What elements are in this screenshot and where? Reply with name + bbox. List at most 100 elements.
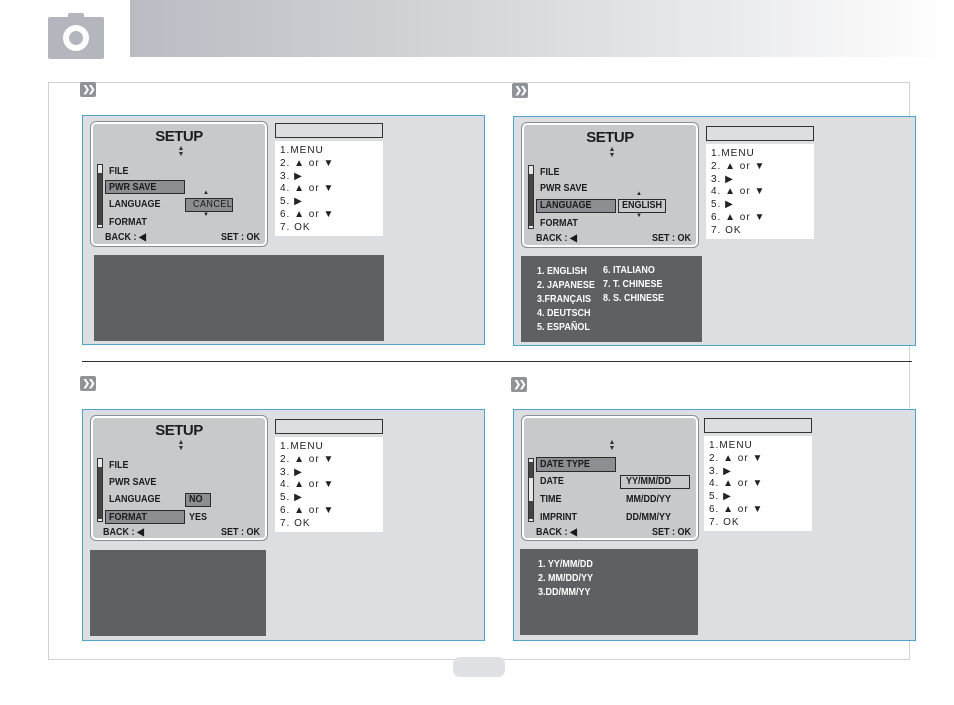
lcd-screen: SETUP ▲▼ FILE PWR SAVE LANGUAGE FORMAT ▲… (90, 121, 268, 247)
steps-list: 1.MENU 2. ▲ or ▼ 3. ▶ 4. ▲ or ▼ 5. ▶ 6. … (704, 436, 812, 531)
step: 1.MENU (711, 148, 755, 159)
lcd-highlight (105, 180, 185, 194)
steps-list: 1.MENU 2. ▲ or ▼ 3. ▶ 4. ▲ or ▼ 5. ▶ 6. … (275, 141, 383, 236)
double-chevron-right-icon: ❯❯ (512, 83, 528, 98)
step: 4. ▲ or ▼ (280, 183, 335, 195)
lcd-item-date-type: DATE TYPE (540, 459, 590, 470)
step: 6. ▲ or ▼ (711, 211, 766, 223)
lcd-item-format: FORMAT (109, 217, 147, 228)
lcd-highlight (105, 510, 185, 524)
lcd-back: BACK : ◀ (536, 233, 577, 244)
lcd-item-file: FILE (109, 460, 129, 471)
step: 7. OK (709, 516, 740, 528)
double-chevron-right-icon: ❯❯ (511, 377, 527, 392)
lcd-highlight (536, 457, 616, 472)
date-format-option: 3.DD/MM/YY (538, 587, 591, 598)
up-down-arrows-icon: ▲▼ (177, 145, 185, 158)
language-list-box: 1. ENGLISH 2. JAPANESE 3.FRANÇAIS 4. DEU… (521, 256, 702, 342)
down-arrow-icon: ▼ (203, 212, 209, 218)
lcd-scrollbar (97, 164, 103, 228)
step: 5. ▶ (711, 199, 734, 211)
lcd-value-yymmdd: YY/MM/DD (626, 476, 671, 487)
step: 4. ▲ or ▼ (280, 479, 335, 491)
language-option: 5. ESPAÑOL (537, 322, 590, 333)
up-down-arrows-icon: ▲▼ (608, 439, 616, 452)
step: 3. ▶ (711, 173, 734, 185)
double-chevron-right-icon: ❯❯ (80, 376, 96, 391)
lcd-value-box (185, 198, 233, 212)
lcd-item-language: LANGUAGE (109, 199, 161, 210)
step: 3. ▶ (280, 466, 303, 478)
step: 1.MENU (280, 145, 324, 156)
lcd-set: SET : OK (221, 527, 261, 538)
lcd-scrollbar (528, 165, 534, 229)
language-option: 6. ITALIANO (603, 265, 655, 276)
down-arrow-icon: ▼ (636, 213, 642, 219)
panel-language: SETUP ▲▼ FILE PWR SAVE LANGUAGE FORMAT ▲… (513, 116, 916, 346)
panel-power-save: SETUP ▲▼ FILE PWR SAVE LANGUAGE FORMAT ▲… (82, 115, 485, 345)
lcd-item-file: FILE (540, 167, 560, 178)
lcd-item-pwr-save: PWR SAVE (109, 477, 157, 488)
double-chevron-right-icon: ❯❯ (80, 82, 96, 97)
panel-format: SETUP ▲▼ FILE PWR SAVE LANGUAGE FORMAT N… (82, 409, 485, 641)
camera-icon (63, 25, 89, 51)
lcd-back: BACK : ◀ (103, 527, 144, 538)
step: 5. ▶ (280, 492, 303, 504)
step: 6. ▲ or ▼ (280, 504, 335, 516)
language-option: 3.FRANÇAIS (537, 294, 592, 305)
steps-header (275, 419, 383, 434)
lcd-item-format: FORMAT (540, 218, 578, 229)
step: 2. ▲ or ▼ (280, 453, 335, 465)
step: 5. ▶ (280, 196, 303, 208)
lcd-back: BACK : ◀ (105, 232, 146, 243)
step: 4. ▲ or ▼ (711, 186, 766, 198)
lcd-set: SET : OK (652, 233, 692, 244)
header-band (130, 0, 954, 57)
description-box (94, 255, 384, 341)
date-format-option: 2. MM/DD/YY (538, 573, 594, 584)
lcd-screen: ▲▼ DATE TYPE DATE TIME IMPRINT YY/MM/DD … (521, 415, 699, 541)
lcd-title: SETUP (155, 422, 203, 439)
section-divider (82, 361, 912, 362)
lcd-highlight (536, 199, 616, 213)
lcd-item-time: TIME (540, 494, 562, 505)
lcd-screen: SETUP ▲▼ FILE PWR SAVE LANGUAGE FORMAT N… (90, 415, 268, 541)
steps-header (706, 126, 814, 141)
lcd-title: SETUP (586, 129, 634, 146)
step: 2. ▲ or ▼ (711, 160, 766, 172)
lcd-value-mmddyy: MM/DD/YY (626, 494, 671, 505)
lcd-item-pwr-save: PWR SAVE (540, 183, 588, 194)
lcd-set: SET : OK (221, 232, 261, 243)
page-number-pill (453, 657, 505, 677)
step: 3. ▶ (280, 170, 303, 182)
up-arrow-icon: ▲ (636, 191, 642, 197)
step: 1.MENU (280, 441, 324, 452)
step: 2. ▲ or ▼ (709, 452, 764, 464)
date-format-option: 1. YY/MM/DD (538, 559, 593, 570)
lcd-item-imprint: IMPRINT (540, 512, 577, 523)
step: 7. OK (711, 224, 742, 236)
panel-date-type: ▲▼ DATE TYPE DATE TIME IMPRINT YY/MM/DD … (513, 409, 916, 641)
lcd-item-language: LANGUAGE (540, 200, 592, 211)
step: 7. OK (280, 517, 311, 529)
step: 5. ▶ (709, 491, 732, 503)
step: 6. ▲ or ▼ (280, 208, 335, 220)
up-down-arrows-icon: ▲▼ (177, 439, 185, 452)
lcd-value-ddmmyy: DD/MM/YY (626, 512, 671, 523)
lcd-option-yes: YES (189, 512, 208, 523)
lcd-set: SET : OK (652, 527, 692, 538)
step: 6. ▲ or ▼ (709, 503, 764, 515)
lcd-scrollbar (528, 458, 534, 522)
language-option: 4. DEUTSCH (537, 308, 591, 319)
camera-top-icon-part (68, 13, 84, 19)
language-option: 8. S. CHINESE (603, 293, 665, 304)
step: 4. ▲ or ▼ (709, 478, 764, 490)
lcd-value-cancel: CANCEL (193, 199, 233, 210)
up-down-arrows-icon: ▲▼ (608, 146, 616, 159)
lcd-scrollbar (97, 458, 103, 522)
step: 1.MENU (709, 440, 753, 451)
steps-list: 1.MENU 2. ▲ or ▼ 3. ▶ 4. ▲ or ▼ 5. ▶ 6. … (275, 437, 383, 532)
camera-tab (48, 13, 104, 59)
lcd-title: SETUP (155, 128, 203, 145)
step: 3. ▶ (709, 465, 732, 477)
